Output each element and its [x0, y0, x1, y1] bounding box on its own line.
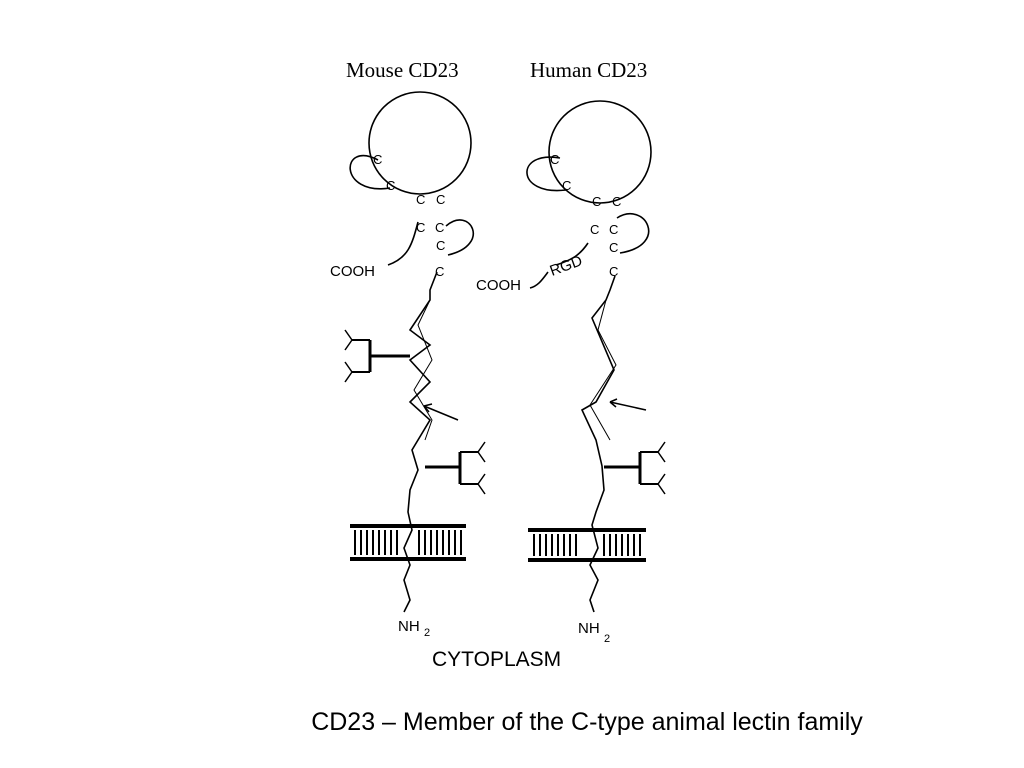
human-arrow	[609, 398, 647, 411]
mouse-membrane	[350, 524, 466, 561]
human-cys-label: C	[592, 194, 601, 209]
mouse-cys-label: C	[435, 264, 444, 279]
slide-caption: CD23 – Member of the C-type animal lecti…	[311, 708, 863, 736]
mouse-cys-label: C	[416, 192, 425, 207]
human-cys-label: C	[550, 152, 559, 167]
human-stalk	[580, 275, 616, 613]
human-nh2-label: NH 2	[578, 620, 610, 645]
mouse-cd23-title: Mouse CD23	[346, 58, 459, 82]
cytoplasm-label: CYTOPLASM	[432, 648, 561, 671]
human-cd23-title: Human CD23	[530, 58, 647, 82]
mouse-cooh-strand	[387, 221, 419, 266]
mouse-large-loop	[368, 91, 472, 195]
human-rgd-label: RGD	[548, 252, 585, 279]
human-cys-label: C	[590, 222, 599, 237]
mouse-cys-label: C	[386, 178, 395, 193]
human-cd23-molecule	[526, 100, 652, 613]
mouse-right-loop	[445, 219, 475, 256]
mouse-arrow	[423, 403, 459, 421]
mouse-cooh-label: COOH	[330, 263, 375, 280]
human-nh-subscript: 2	[604, 633, 610, 645]
mouse-cys-label: C	[436, 192, 445, 207]
mouse-nh-subscript: 2	[424, 627, 430, 639]
mouse-cys-label: C	[373, 152, 382, 167]
mouse-cys-label: C	[436, 238, 445, 253]
mouse-cys-label: C	[435, 220, 444, 235]
mouse-glycan-2	[425, 441, 486, 495]
human-glycan	[604, 441, 666, 495]
human-cys-label: C	[609, 240, 618, 255]
mouse-glycan-1	[344, 329, 410, 383]
human-cys-label: C	[612, 194, 621, 209]
human-membrane	[528, 528, 646, 562]
human-nh-text: NH	[578, 620, 600, 637]
mouse-stalk	[403, 271, 438, 613]
mouse-left-loop	[349, 154, 391, 190]
human-large-loop	[548, 100, 652, 204]
human-stalk-ribbon	[589, 299, 617, 441]
human-cooh-label: COOH	[476, 277, 521, 294]
mouse-cd23-molecule	[349, 91, 475, 613]
human-cys-label: C	[562, 178, 571, 193]
human-cys-label: C	[609, 222, 618, 237]
mouse-nh-text: NH	[398, 618, 420, 635]
mouse-nh2-label: NH 2	[398, 618, 430, 639]
human-right-loop	[616, 212, 650, 254]
mouse-stalk-ribbon	[413, 299, 433, 441]
human-cooh-strand	[529, 242, 589, 289]
human-cys-label: C	[609, 264, 618, 279]
mouse-cys-label: C	[416, 220, 425, 235]
human-left-loop	[526, 156, 567, 192]
